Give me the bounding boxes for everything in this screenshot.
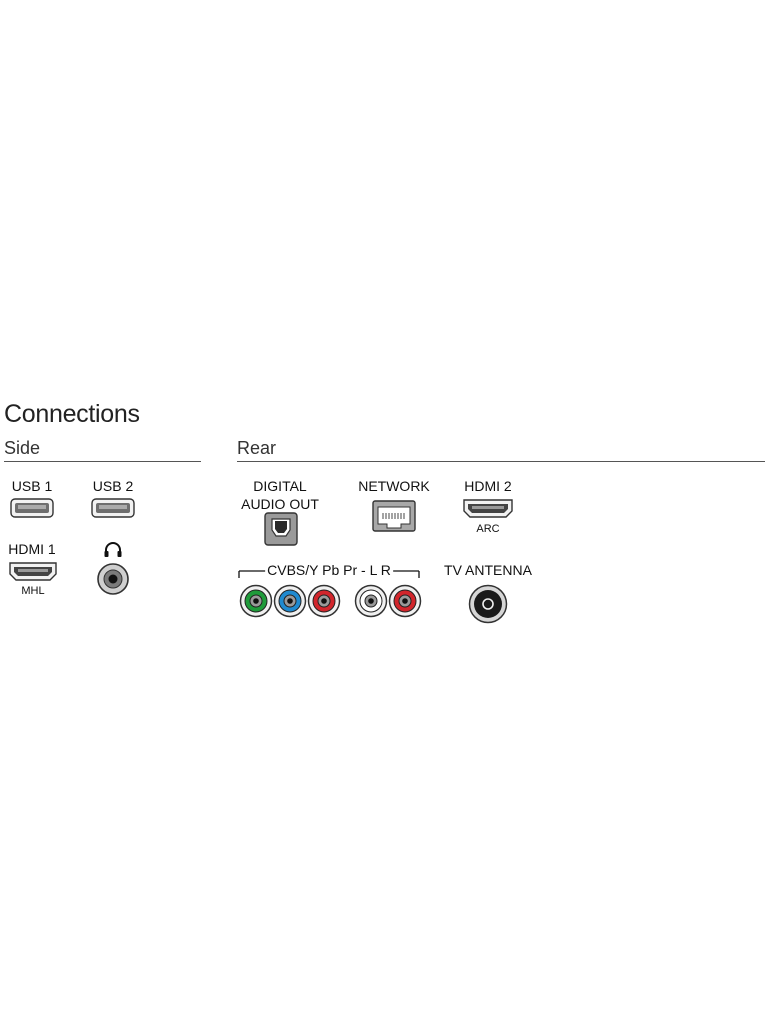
headphone-jack-icon: [97, 563, 129, 595]
headphones-icon: [104, 542, 122, 557]
side-divider: [4, 461, 201, 462]
hdmi2-port-icon: [463, 499, 513, 518]
tv-antenna-label: TV ANTENNA: [444, 562, 532, 578]
rca-jack-blue-icon: [273, 584, 307, 618]
hdmi2-sub-label: ARC: [476, 523, 500, 535]
cvbs-bracket: [238, 570, 420, 578]
ethernet-port-icon: [372, 500, 416, 532]
hdmi1-port-icon: [9, 562, 57, 581]
network-label: NETWORK: [358, 478, 430, 494]
rear-divider: [237, 461, 765, 462]
cvbs-label: CVBS/Y Pb Pr - L R: [265, 562, 393, 578]
rca-jack-red-pr-icon: [307, 584, 341, 618]
digital-audio-out-label-line2: AUDIO OUT: [241, 496, 319, 512]
rca-jack-green-icon: [239, 584, 273, 618]
usb2-label: USB 2: [92, 478, 134, 494]
rca-jack-white-l-icon: [354, 584, 388, 618]
rear-heading: Rear: [237, 438, 277, 458]
hdmi1-label: HDMI 1: [8, 541, 56, 557]
hdmi1-sub-label: MHL: [21, 585, 45, 597]
usb1-label: USB 1: [11, 478, 53, 494]
rca-jack-red-r-icon: [388, 584, 422, 618]
hdmi2-label: HDMI 2: [464, 478, 512, 494]
side-heading: Side: [4, 438, 41, 458]
antenna-port-icon: [468, 584, 508, 624]
optical-port-icon: [264, 512, 298, 546]
digital-audio-out-label-line1: DIGITAL: [253, 478, 307, 494]
page-title: Connections: [4, 400, 140, 428]
usb1-port-icon: [10, 498, 54, 518]
usb2-port-icon: [91, 498, 135, 518]
